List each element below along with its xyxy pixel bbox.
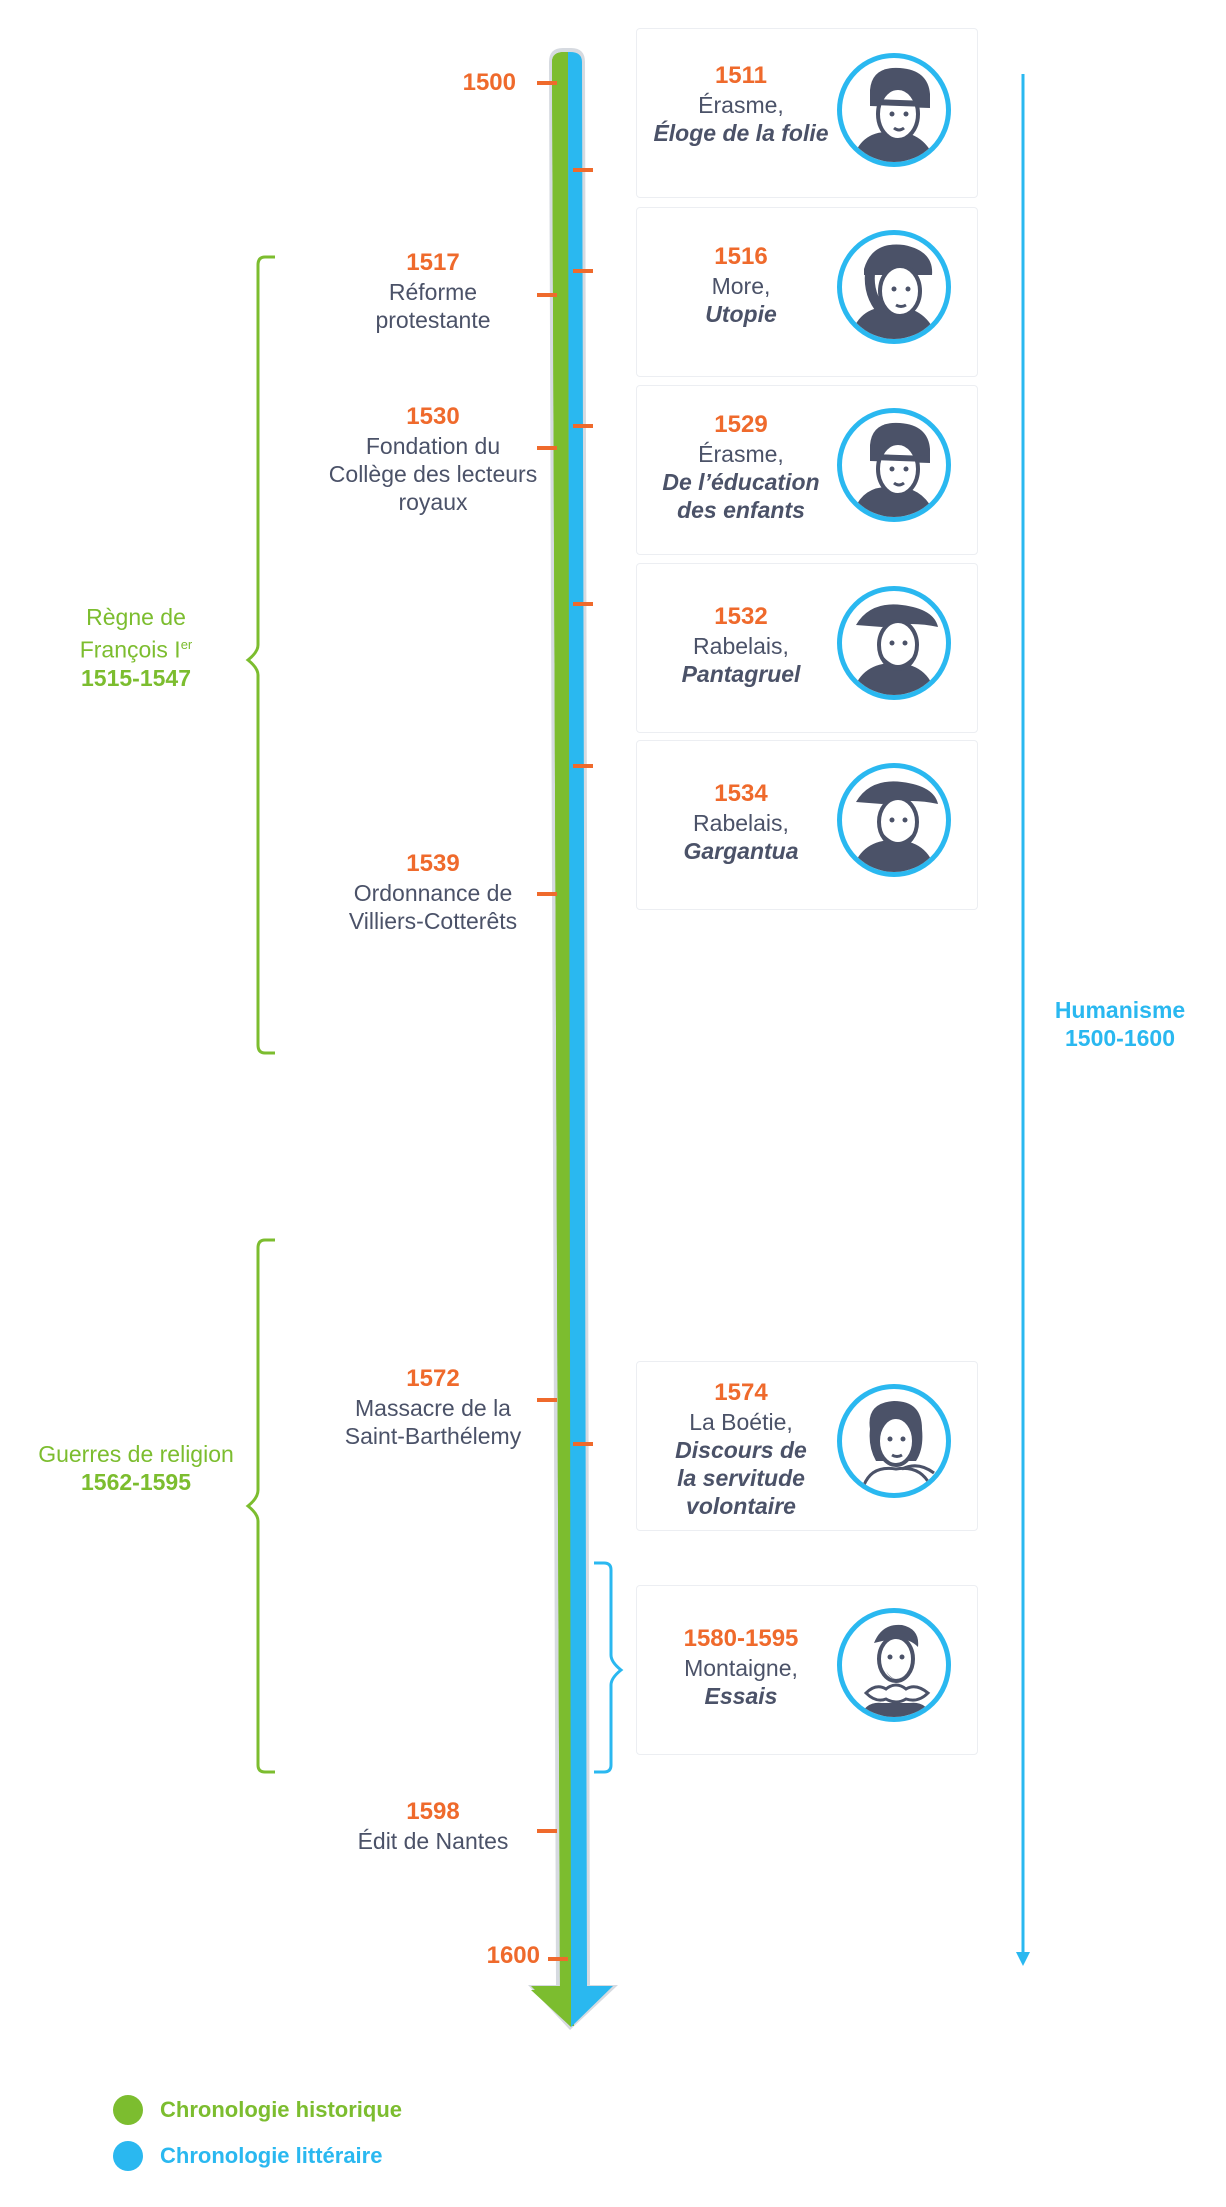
event-ordonnance: 1539 Ordonnance de Villiers-Cotterêts: [348, 850, 518, 934]
work-text: 1580-1595 Montaigne, Essais: [683, 1625, 799, 1709]
work-text: 1532 Rabelais, Pantagruel: [681, 603, 801, 687]
work-card-gargantua: 1534 Rabelais, Gargantua: [636, 740, 978, 910]
wars-bracket: [245, 1238, 275, 1774]
montaigne-portrait-icon: [837, 1608, 951, 1722]
work-text: 1511 Érasme, Éloge de la folie: [653, 62, 829, 146]
work-text: 1574 La Boétie, Discours de la servitude…: [675, 1379, 807, 1519]
montaigne-bracket: [594, 1561, 624, 1774]
event-saint-barthelemy: 1572 Massacre de la Saint-Barthélemy: [344, 1365, 522, 1449]
work-text: 1516 More, Utopie: [705, 243, 777, 327]
work-text: 1534 Rabelais, Gargantua: [683, 780, 799, 864]
reign-label: Règne de François Ier 1515-1547: [79, 604, 193, 691]
work-text: 1529 Érasme, De l’éducation des enfants: [662, 411, 820, 523]
event-college: 1530 Fondation du Collège des lecteurs r…: [328, 403, 538, 515]
erasmus-portrait-icon: [837, 53, 951, 167]
legend-historical-dot: [113, 2095, 143, 2125]
la-boetie-portrait-icon: [837, 1384, 951, 1498]
rabelais-portrait-icon: [837, 763, 951, 877]
erasmus-portrait-icon: [837, 408, 951, 522]
literary-ticks: [573, 168, 593, 1446]
legend-literary-label: Chronologie littéraire: [160, 2143, 383, 2168]
event-edit-de-nantes: 1598 Édit de Nantes: [357, 1798, 509, 1854]
work-card-utopie: 1516 More, Utopie: [636, 207, 978, 377]
legend-historical-label: Chronologie historique: [160, 2097, 402, 2122]
timeline-start-year: 1500: [462, 69, 516, 96]
humanism-label: Humanisme 1500-1600: [1054, 997, 1186, 1051]
timeline-end-year: 1600: [486, 1942, 540, 1969]
humanism-arrow-head: [1016, 1952, 1030, 1966]
work-card-eloge: 1511 Érasme, Éloge de la folie: [636, 28, 978, 198]
event-reforme: 1517 Réforme protestante: [375, 249, 491, 333]
historical-ticks: [537, 81, 568, 1961]
literary-timeline-bar: [568, 52, 613, 2027]
more-portrait-icon: [837, 230, 951, 344]
work-card-pantagruel: 1532 Rabelais, Pantagruel: [636, 563, 978, 733]
work-card-essais: 1580-1595 Montaigne, Essais: [636, 1585, 978, 1755]
work-card-education: 1529 Érasme, De l’éducation des enfants: [636, 385, 978, 555]
wars-label: Guerres de religion 1562-1595: [38, 1441, 234, 1495]
legend-literary-dot: [113, 2141, 143, 2171]
reign-bracket: [245, 255, 275, 1055]
rabelais-portrait-icon: [837, 586, 951, 700]
work-card-discours: 1574 La Boétie, Discours de la servitude…: [636, 1361, 978, 1531]
